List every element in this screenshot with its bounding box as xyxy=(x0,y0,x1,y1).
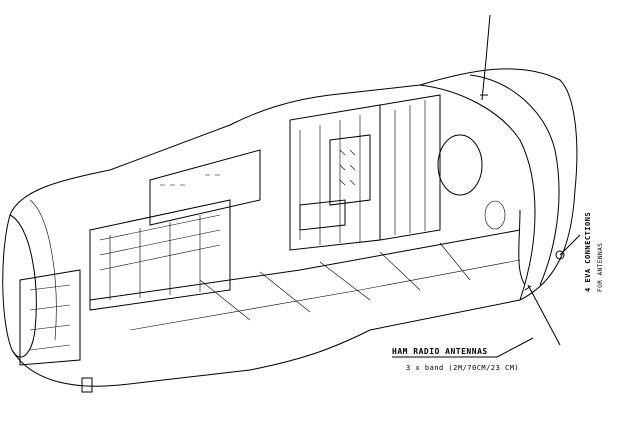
forward-hatch xyxy=(9,214,37,358)
aft-section xyxy=(419,84,536,301)
eva-connection-leader xyxy=(518,209,581,286)
module-hull xyxy=(2,68,578,387)
eva-connections-detail-label: FOR ANTENNAS xyxy=(597,242,604,292)
top-antenna xyxy=(480,14,491,101)
ham-radio-band-label: 3 x band (2M/70CM/23 CM) xyxy=(406,364,520,372)
eva-connections-label: 4 EVA CONNECTIONS xyxy=(584,211,592,292)
aft-hatch xyxy=(437,134,483,196)
ham-label-leader xyxy=(392,337,534,358)
ham-radio-antenna xyxy=(524,284,561,346)
equipment-racks xyxy=(19,94,441,366)
ham-radio-label: HAM RADIO ANTENNAS xyxy=(392,347,488,356)
floor-plane xyxy=(89,229,521,301)
